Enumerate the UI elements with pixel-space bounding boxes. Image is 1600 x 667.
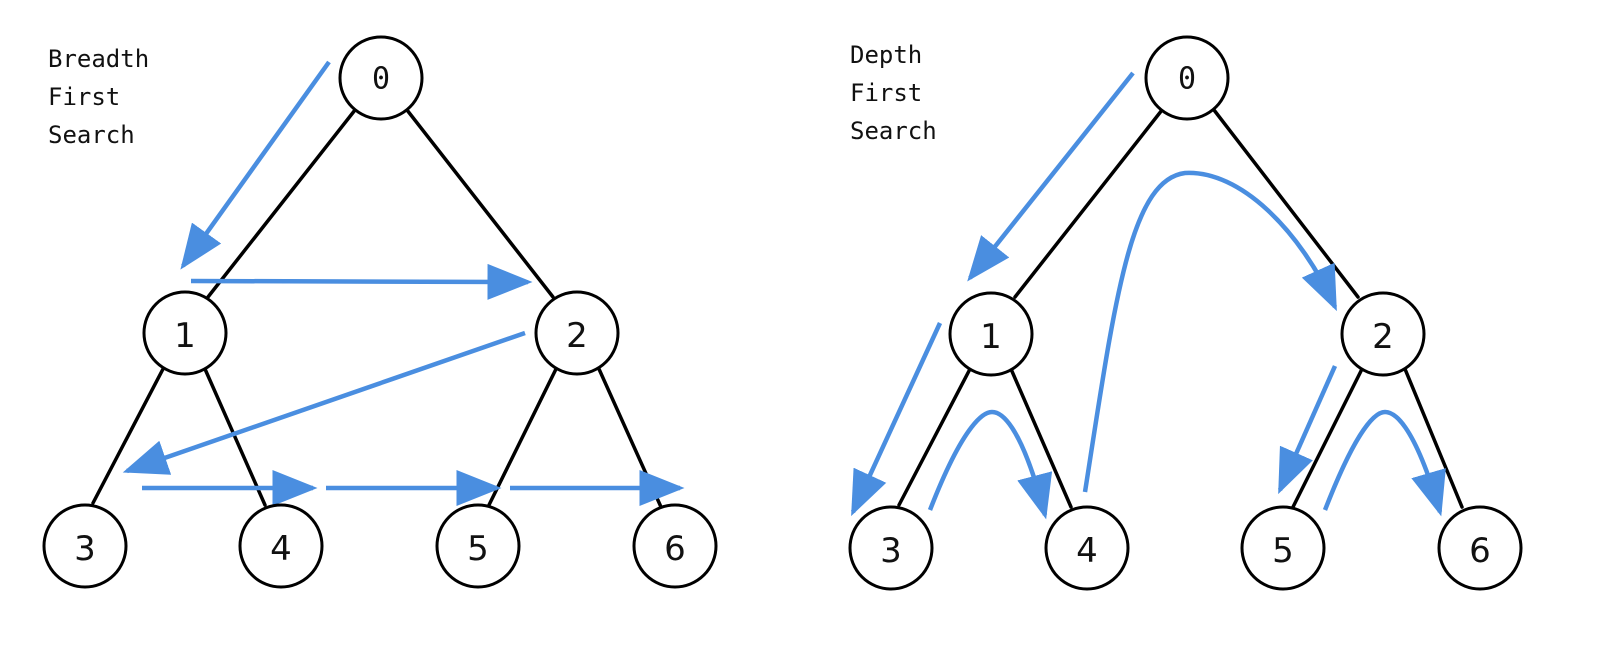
bfs-node-3-label: 3 bbox=[74, 529, 96, 569]
bfs-edge-0-2 bbox=[405, 108, 555, 299]
dfs-node-6-label: 6 bbox=[1469, 531, 1491, 571]
dfs-title-line-1: Depth bbox=[850, 41, 922, 69]
bfs-node-6: 6 bbox=[632, 503, 718, 589]
bfs-node-0-label: 0 bbox=[372, 62, 390, 97]
dfs-arrow-0-to-1 bbox=[967, 71, 1135, 282]
dfs-node-4-label: 4 bbox=[1076, 531, 1098, 571]
dfs-edge-0-1 bbox=[1013, 108, 1164, 299]
bfs-title-line-3: Search bbox=[48, 121, 135, 149]
bfs-node-1-label: 1 bbox=[174, 316, 196, 356]
bfs-node-5-label: 5 bbox=[467, 529, 489, 569]
dfs-node-4: 4 bbox=[1044, 505, 1130, 591]
dfs-title: Depth First Search bbox=[850, 41, 937, 145]
dfs-arrow-1-to-3 bbox=[850, 322, 943, 517]
dfs-node-0-label: 0 bbox=[1178, 62, 1196, 97]
bfs-arrow-1-to-2 bbox=[190, 263, 533, 300]
dfs-arrow-3-to-4 bbox=[927, 409, 1053, 520]
bfs-arrow-0-to-1 bbox=[180, 60, 331, 270]
dfs-node-0: 0 bbox=[1144, 35, 1230, 121]
dfs-node-5: 5 bbox=[1240, 505, 1326, 591]
bfs-title: Breadth First Search bbox=[48, 45, 149, 149]
bfs-edge-0-1 bbox=[206, 108, 357, 299]
dfs-node-2-label: 2 bbox=[1372, 317, 1394, 357]
dfs-edge-0-2 bbox=[1212, 108, 1360, 299]
bfs-node-0: 0 bbox=[338, 35, 424, 121]
bfs-edge-1-4 bbox=[203, 367, 267, 507]
bfs-node-2: 2 bbox=[534, 290, 620, 376]
dfs-edge-2-6 bbox=[1403, 367, 1464, 509]
dfs-title-line-2: First bbox=[850, 79, 922, 107]
dfs-title-line-3: Search bbox=[850, 117, 937, 145]
bfs-title-line-1: Breadth bbox=[48, 45, 149, 73]
dfs-node-1: 1 bbox=[948, 291, 1034, 377]
bfs-edge-1-3 bbox=[91, 367, 165, 505]
dfs-arrow-4-to-2 bbox=[1082, 170, 1338, 493]
dfs-panel: Depth First Search 0 1 2 bbox=[848, 35, 1523, 591]
bfs-arrow-2-to-3 bbox=[122, 330, 526, 475]
bfs-title-line-2: First bbox=[48, 83, 120, 111]
dfs-arrow-2-to-5 bbox=[1277, 365, 1338, 495]
bfs-node-1: 1 bbox=[142, 290, 228, 376]
bfs-node-4-label: 4 bbox=[270, 529, 292, 569]
dfs-arrow-5-to-6 bbox=[1322, 409, 1446, 517]
dfs-edge-1-3 bbox=[897, 367, 972, 507]
bfs-node-4: 4 bbox=[238, 503, 324, 589]
dfs-node-5-label: 5 bbox=[1272, 531, 1294, 571]
bfs-node-5: 5 bbox=[435, 503, 521, 589]
dfs-node-3-label: 3 bbox=[880, 531, 902, 571]
dfs-node-6: 6 bbox=[1437, 505, 1523, 591]
bfs-node-6-label: 6 bbox=[664, 529, 686, 569]
dfs-node-3: 3 bbox=[848, 505, 934, 591]
bfs-node-3: 3 bbox=[42, 503, 128, 589]
dfs-node-2: 2 bbox=[1340, 291, 1426, 377]
dfs-edge-1-4 bbox=[1009, 367, 1073, 509]
bfs-node-2-label: 2 bbox=[566, 316, 588, 356]
bfs-panel: Breadth First Search 0 1 2 bbox=[42, 35, 718, 589]
dfs-node-1-label: 1 bbox=[980, 317, 1002, 357]
